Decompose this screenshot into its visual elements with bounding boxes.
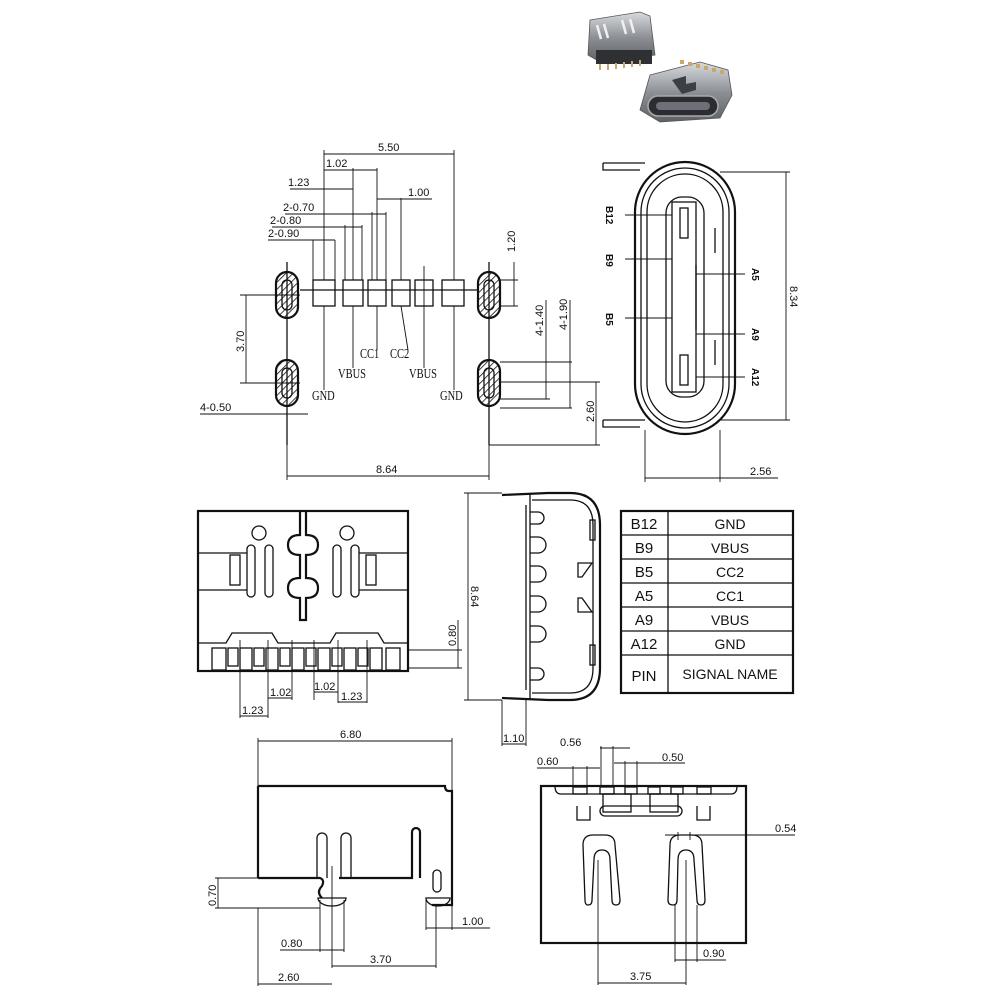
dim-side-8-64: 8.64 — [468, 586, 480, 607]
end-view-dimension-labels: 0.56 0.60 0.50 0.54 3.75 0.90 — [537, 737, 796, 983]
dim-0-54: 0.54 — [775, 823, 796, 835]
pin-cell: B9 — [635, 540, 653, 557]
signal-header: SIGNAL NAME — [682, 666, 777, 682]
product-photo — [587, 11, 733, 123]
dim-4-0-50: 4-0.50 — [200, 402, 231, 414]
pin-table-header: PIN SIGNAL NAME — [631, 666, 777, 685]
dim-8-34: 8.34 — [787, 286, 799, 307]
rear-view: 6.80 0.70 0.80 3.70 2.60 1.00 — [207, 729, 490, 986]
signal-cell: GND — [714, 636, 745, 652]
end-view: 0.56 0.60 0.50 0.54 3.75 0.90 — [537, 737, 796, 985]
signal-label-gnd: GND — [312, 388, 335, 404]
signal-cell: GND — [714, 516, 745, 532]
signal-label-cc1: CC1 — [360, 346, 379, 362]
dim-0-50: 0.50 — [662, 752, 683, 764]
rear-view-dimension-labels: 6.80 0.70 0.80 3.70 2.60 1.00 — [207, 729, 483, 984]
dim-2-0-70: 2-0.70 — [283, 202, 314, 214]
pin-label-b9: B9 — [603, 254, 614, 267]
pin-table-row: A5 CC1 — [635, 588, 744, 605]
front-view-receptacle: B12 B9 B5 A5 A9 A12 8.34 2.56 — [602, 160, 799, 482]
pin-label-a12: A12 — [749, 368, 760, 387]
pin-label-a9: A9 — [749, 328, 760, 341]
dim-1-02-left: 1.02 — [270, 687, 291, 699]
dim-rear-0-80: 0.80 — [281, 938, 302, 950]
dim-0-80: 0.80 — [447, 625, 459, 646]
dim-1-23-left: 1.23 — [242, 705, 263, 717]
pin-table-row: B9 VBUS — [635, 540, 749, 557]
signal-cell: CC1 — [716, 588, 744, 604]
signal-cell: VBUS — [711, 612, 749, 628]
side-view: 8.64 1.10 — [464, 491, 602, 746]
pin-label-b5: B5 — [603, 313, 614, 326]
pin-table-row: A9 VBUS — [635, 612, 749, 629]
dim-4-1-40: 4-1.40 — [534, 305, 546, 336]
front-pin-labels: B12 B9 B5 A5 A9 A12 — [603, 206, 760, 387]
pin-cell: A9 — [635, 612, 653, 629]
signal-label-cc2: CC2 — [390, 346, 409, 362]
dim-1-02-right: 1.02 — [314, 681, 335, 693]
smd-pads — [300, 279, 500, 307]
pin-cell: B12 — [631, 516, 658, 533]
dim-6-80: 6.80 — [340, 729, 361, 741]
signal-label-vbus: VBUS — [409, 366, 437, 382]
pin-table-row: A12 GND — [631, 636, 746, 653]
dim-0-60: 0.60 — [537, 756, 558, 768]
dim-rear-3-70: 3.70 — [370, 954, 391, 966]
dim-2-60: 2.60 — [585, 401, 597, 422]
connector-photo-back — [587, 11, 656, 70]
mounting-slots — [274, 262, 502, 445]
pin-header: PIN — [631, 668, 656, 685]
dim-1-23: 1.23 — [288, 177, 309, 189]
dim-1-10: 1.10 — [503, 733, 524, 745]
dim-1-23-right: 1.23 — [341, 691, 362, 703]
dim-1-20: 1.20 — [506, 231, 518, 252]
top-view-dimension-labels: 5.50 1.02 1.23 1.00 2-0.70 2-0.80 2-0.90… — [200, 142, 597, 476]
pin-table: B12 GND B9 VBUS B5 CC2 A5 CC1 A9 VBUS A1… — [619, 509, 795, 695]
bottom-pads — [211, 647, 401, 671]
dim-3-70: 3.70 — [235, 331, 247, 352]
dim-3-75: 3.75 — [630, 971, 651, 983]
pin-label-b12: B12 — [603, 206, 614, 225]
bottom-view-dimension-labels: 1.23 1.02 1.02 1.23 0.80 — [242, 625, 459, 717]
dim-2-0-90: 2-0.90 — [268, 228, 299, 240]
dim-0-56: 0.56 — [560, 737, 581, 749]
signal-cell: CC2 — [716, 564, 744, 580]
pin-cell: B5 — [635, 564, 653, 581]
pin-table-row: B12 GND — [631, 516, 746, 533]
dim-rear-2-60: 2.60 — [278, 972, 299, 984]
bottom-view: 1.23 1.02 1.02 1.23 0.80 — [196, 509, 462, 718]
dim-0-70: 0.70 — [207, 885, 219, 906]
pin-cell: A5 — [635, 588, 653, 605]
signal-label-gnd: GND — [440, 388, 463, 404]
signal-labels: GND VBUS CC1 CC2 VBUS GND — [312, 346, 463, 404]
dim-1-00-tab: 1.00 — [462, 916, 483, 928]
dim-5-50: 5.50 — [378, 142, 399, 154]
pin-cell: A12 — [631, 636, 658, 653]
pin-table-row: B5 CC2 — [635, 564, 744, 581]
signal-label-vbus: VBUS — [338, 366, 366, 382]
dim-2-0-80: 2-0.80 — [270, 215, 301, 227]
pin-label-a5: A5 — [749, 268, 760, 281]
dim-8-64: 8.64 — [376, 464, 397, 476]
connector-photo-front — [639, 60, 733, 123]
dim-0-90: 0.90 — [703, 948, 724, 960]
top-view-footprint: 5.50 1.02 1.23 1.00 2-0.70 2-0.80 2-0.90… — [200, 142, 600, 480]
dim-1-02: 1.02 — [326, 158, 347, 170]
signal-cell: VBUS — [711, 540, 749, 556]
dim-1-00: 1.00 — [408, 187, 429, 199]
dim-4-1-90: 4-1.90 — [558, 299, 570, 330]
dim-2-56: 2.56 — [750, 466, 771, 478]
